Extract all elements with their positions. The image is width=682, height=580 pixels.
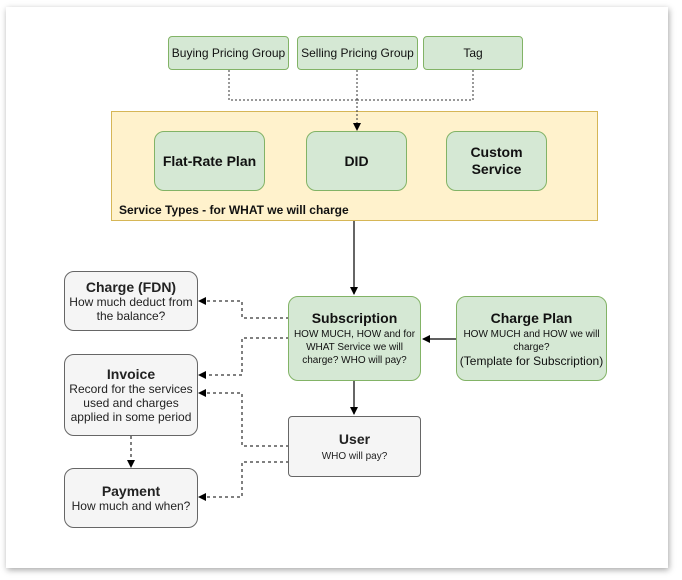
invoice-node[interactable]: Invoice Record for the services used and… xyxy=(64,354,198,436)
did-label: DID xyxy=(344,152,369,169)
custom-service-node[interactable]: Custom Service xyxy=(446,131,547,191)
charge-fdn-node[interactable]: Charge (FDN) How much deduct from the ba… xyxy=(64,271,198,331)
buying-pricing-group-node[interactable]: Buying Pricing Group xyxy=(168,36,289,70)
charge-plan-title: Charge Plan xyxy=(490,309,573,326)
edge-user-to-invoice xyxy=(198,389,289,447)
invoice-desc: Record for the services used and charges… xyxy=(69,382,193,424)
selling-pricing-group-label: Selling Pricing Group xyxy=(301,46,414,60)
subscription-node[interactable]: Subscription HOW MUCH, HOW and for WHAT … xyxy=(288,296,421,381)
payment-title: Payment xyxy=(101,483,161,499)
service-types-label: Service Types - for WHAT we will charge xyxy=(119,203,349,217)
charge-fdn-title: Charge (FDN) xyxy=(85,279,177,295)
flat-rate-plan-node[interactable]: Flat-Rate Plan xyxy=(154,131,265,191)
charge-plan-node[interactable]: Charge Plan HOW MUCH and HOW we will cha… xyxy=(456,296,607,381)
charge-plan-note: (Template for Subscription) xyxy=(459,353,604,368)
buying-pricing-group-label: Buying Pricing Group xyxy=(171,46,286,60)
charge-plan-desc: HOW MUCH and HOW we will charge? xyxy=(463,328,600,353)
edge-buying-to-services xyxy=(228,70,357,101)
subscription-title: Subscription xyxy=(311,310,398,326)
payment-desc: How much and when? xyxy=(71,499,191,513)
payment-node[interactable]: Payment How much and when? xyxy=(64,468,198,528)
subscription-desc: HOW MUCH, HOW and for WHAT Service we wi… xyxy=(293,329,416,366)
edge-tag-to-services xyxy=(357,70,474,101)
edge-subscription-to-invoice xyxy=(198,337,289,379)
flat-rate-plan-label: Flat-Rate Plan xyxy=(162,152,257,169)
user-desc: WHO will pay? xyxy=(321,450,388,462)
tag-node[interactable]: Tag xyxy=(423,36,523,70)
did-node[interactable]: DID xyxy=(306,131,407,191)
edge-subscription-to-charge xyxy=(198,297,289,319)
user-node[interactable]: User WHO will pay? xyxy=(288,416,421,477)
custom-service-label: Custom Service xyxy=(470,144,523,177)
user-title: User xyxy=(338,430,371,447)
selling-pricing-group-node[interactable]: Selling Pricing Group xyxy=(297,36,418,70)
tag-label: Tag xyxy=(463,46,483,60)
charge-fdn-desc: How much deduct from the balance? xyxy=(69,295,193,323)
edge-user-to-payment xyxy=(198,461,289,501)
invoice-title: Invoice xyxy=(106,366,156,382)
